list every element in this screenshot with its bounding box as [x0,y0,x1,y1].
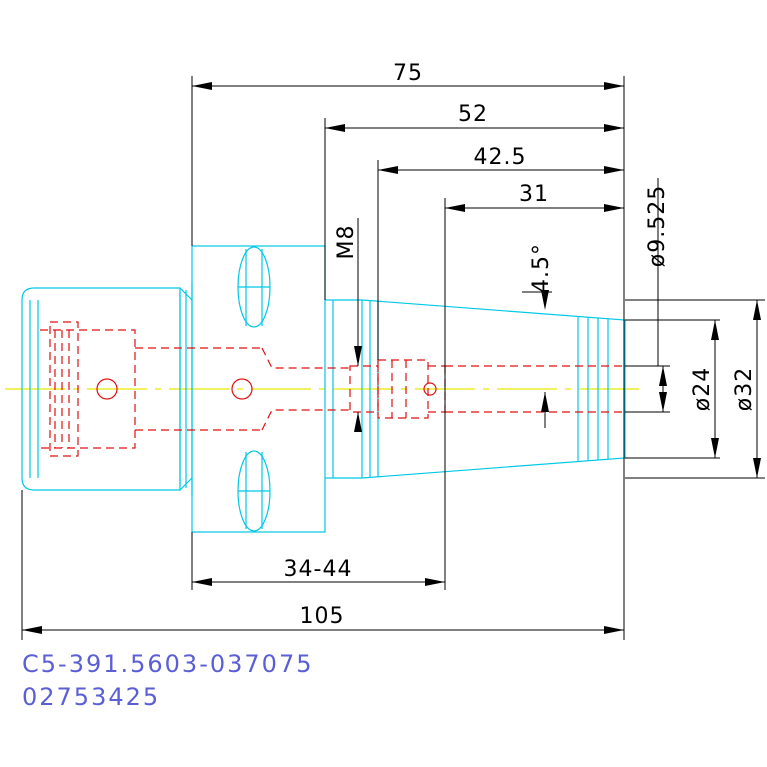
dim-dia-9-525: ø9.525 [645,185,670,267]
article-number: 02753425 [22,683,160,711]
dim-angle: 4.5° [529,243,554,293]
hidden-circles [96,378,437,400]
tool-outline [21,245,626,533]
dim-34-44: 34-44 [284,557,353,582]
dim-52: 52 [458,102,488,127]
dim-105: 105 [300,604,345,629]
part-number: C5-391.5603-037075 [22,650,313,678]
dim-m8: M8 [334,225,359,260]
dim-42-5: 42.5 [474,145,527,170]
dim-75: 75 [393,61,423,86]
dim-dia-32: ø32 [732,367,757,411]
dim-dia-24: ø24 [690,367,715,411]
arrowheads [22,82,761,634]
dimension-lines [21,76,765,640]
hidden-features [40,321,625,457]
dim-31: 31 [519,182,549,207]
